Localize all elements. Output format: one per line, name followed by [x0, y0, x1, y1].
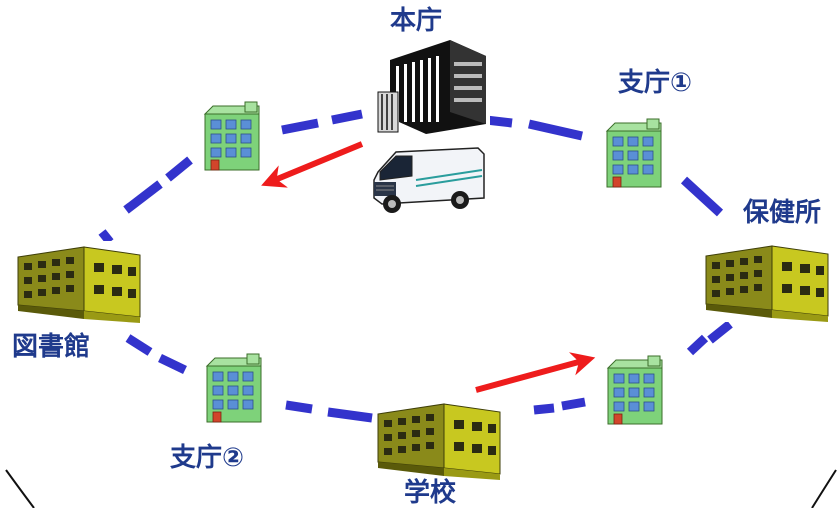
delivery-van-icon — [373, 147, 485, 213]
flow-arrow-to-upper-left-office — [261, 141, 364, 188]
label-honcho: 本庁 — [390, 6, 443, 36]
flow-arrow-to-lower-right-office — [475, 352, 596, 393]
label-toshokan: 図書館 — [12, 332, 91, 362]
route-segment — [528, 119, 583, 141]
government-office-building-icon — [374, 38, 490, 138]
route-segment — [158, 353, 187, 375]
route-segment — [680, 176, 724, 217]
green-office-building-icon — [198, 99, 266, 175]
label-gakko: 学校 — [404, 478, 457, 508]
route-segment — [125, 334, 153, 356]
green-office-building-icon — [600, 116, 668, 192]
route-segment — [485, 115, 513, 128]
route-segment — [123, 180, 163, 214]
label-hokenjo: 保健所 — [743, 198, 822, 228]
route-segment — [561, 397, 586, 411]
green-office-building-icon — [601, 353, 669, 429]
route-segment — [331, 109, 363, 125]
route-segment — [327, 407, 373, 423]
route-segment — [533, 403, 555, 415]
route-segment — [281, 118, 319, 135]
green-office-building-icon — [200, 351, 268, 427]
label-shicho1: 支庁① — [618, 68, 693, 98]
label-shicho2: 支庁② — [170, 443, 245, 473]
outer-arc-right — [811, 469, 837, 508]
olive-apartment-building-icon — [373, 397, 505, 481]
outer-frame-arcs — [5, 469, 837, 508]
route-segment — [285, 400, 313, 414]
route-segment — [686, 334, 709, 356]
route-segment — [165, 156, 193, 182]
outer-arc-left — [5, 469, 35, 508]
olive-apartment-building-icon — [701, 239, 833, 323]
route-segment — [98, 229, 114, 245]
olive-apartment-building-icon — [13, 240, 145, 324]
route-segments — [98, 109, 733, 423]
route-segment — [707, 320, 733, 344]
